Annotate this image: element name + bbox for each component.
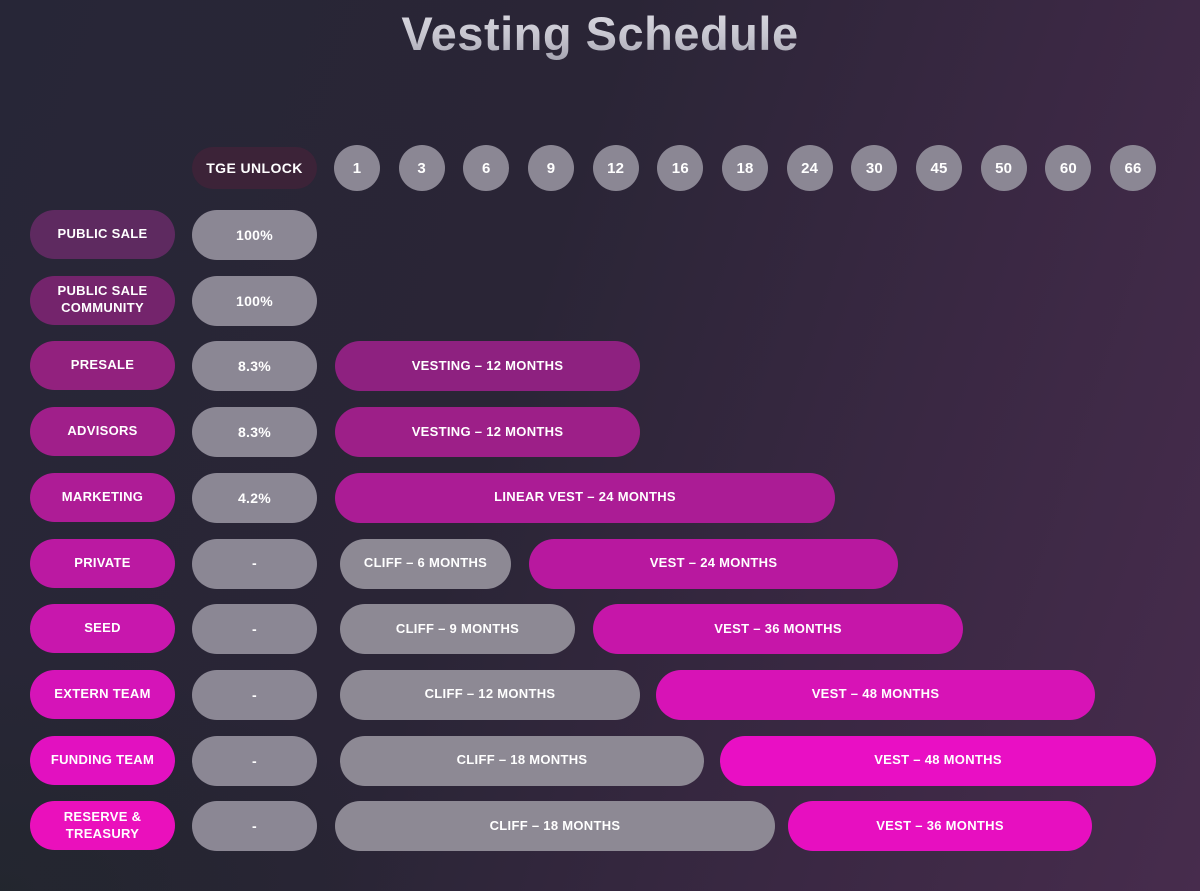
tge-unlock-value: - bbox=[192, 801, 317, 852]
cliff-bar: CLIFF – 6 MONTHS bbox=[340, 538, 511, 589]
month-marker-9: 9 bbox=[528, 145, 574, 191]
vesting-row: PUBLIC SALE COMMUNITY 100% bbox=[0, 275, 1200, 326]
tge-unlock-value: - bbox=[192, 604, 317, 655]
vesting-row: SEED-CLIFF – 9 MONTHS VEST – 36 MONTHS bbox=[0, 604, 1200, 655]
cliff-bar: CLIFF – 12 MONTHS bbox=[340, 669, 640, 720]
tge-unlock-value: 8.3% bbox=[192, 341, 317, 392]
category-pill: PUBLIC SALE bbox=[30, 210, 175, 259]
tge-unlock-value: 100% bbox=[192, 210, 317, 260]
vest-bar: VEST – 36 MONTHS bbox=[593, 604, 963, 655]
tge-unlock-value: 8.3% bbox=[192, 407, 317, 458]
month-marker-60: 60 bbox=[1045, 145, 1092, 191]
month-marker-12: 12 bbox=[592, 145, 639, 191]
month-marker-6: 6 bbox=[463, 145, 510, 191]
month-marker-18: 18 bbox=[722, 145, 769, 191]
month-marker-24: 24 bbox=[786, 145, 833, 191]
vesting-row: MARKETING 4.2% LINEAR VEST – 24 MONTHS bbox=[0, 472, 1200, 523]
tge-unlock-header-pill: TGE UNLOCK bbox=[192, 147, 317, 189]
category-pill: MARKETING bbox=[30, 472, 175, 522]
vesting-row: ADVISORS 8.3% VESTING – 12 MONTHS bbox=[0, 407, 1200, 458]
vesting-row: PUBLIC SALE 100% bbox=[0, 210, 1200, 260]
vesting-row: RESERVE & TREASURY-CLIFF – 18 MONTHS VEST… bbox=[0, 801, 1200, 852]
category-pill: PRIVATE bbox=[30, 538, 175, 588]
vesting-row: EXTERN TEAM-CLIFF – 12 MONTHS VEST – 48 M… bbox=[0, 669, 1200, 720]
vest-bar: VEST – 48 MONTHS bbox=[720, 735, 1156, 786]
vest-bar: LINEAR VEST – 24 MONTHS bbox=[335, 472, 835, 523]
vest-bar: VESTING – 12 MONTHS bbox=[335, 341, 640, 392]
vesting-row: PRESALE 8.3% VESTING – 12 MONTHS bbox=[0, 341, 1200, 392]
month-marker-30: 30 bbox=[851, 145, 898, 191]
tge-unlock-value: - bbox=[192, 669, 317, 720]
category-pill: FUNDING TEAM bbox=[30, 735, 175, 785]
vest-bar: VESTING – 12 MONTHS bbox=[335, 407, 640, 458]
tge-unlock-value: 4.2% bbox=[192, 472, 317, 523]
tge-unlock-value: - bbox=[192, 735, 317, 786]
month-marker-16: 16 bbox=[657, 145, 704, 191]
category-pill: ADVISORS bbox=[30, 407, 175, 457]
page-title: Vesting Schedule bbox=[0, 6, 1200, 61]
month-marker-1: 1 bbox=[334, 145, 380, 191]
cliff-bar: CLIFF – 18 MONTHS bbox=[335, 801, 775, 852]
vest-bar: VEST – 48 MONTHS bbox=[656, 669, 1095, 720]
vesting-row: FUNDING TEAM-CLIFF – 18 MONTHS VEST – 48 … bbox=[0, 735, 1200, 786]
vesting-row: PRIVATE-CLIFF – 6 MONTHS VEST – 24 MONTHS bbox=[0, 538, 1200, 589]
tge-unlock-value: - bbox=[192, 538, 317, 589]
vest-bar: VEST – 36 MONTHS bbox=[788, 801, 1092, 852]
cliff-bar: CLIFF – 9 MONTHS bbox=[340, 604, 575, 655]
category-pill: EXTERN TEAM bbox=[30, 669, 175, 719]
cliff-bar: CLIFF – 18 MONTHS bbox=[340, 735, 704, 786]
category-pill: RESERVE & TREASURY bbox=[30, 801, 175, 851]
month-marker-3: 3 bbox=[398, 145, 445, 191]
vest-bar: VEST – 24 MONTHS bbox=[529, 538, 898, 589]
month-marker-66: 66 bbox=[1110, 145, 1157, 191]
category-pill: PRESALE bbox=[30, 341, 175, 391]
month-marker-45: 45 bbox=[916, 145, 963, 191]
tge-unlock-value: 100% bbox=[192, 275, 317, 326]
category-pill: PUBLIC SALE COMMUNITY bbox=[30, 275, 175, 325]
month-marker-50: 50 bbox=[980, 145, 1027, 191]
category-pill: SEED bbox=[30, 604, 175, 654]
